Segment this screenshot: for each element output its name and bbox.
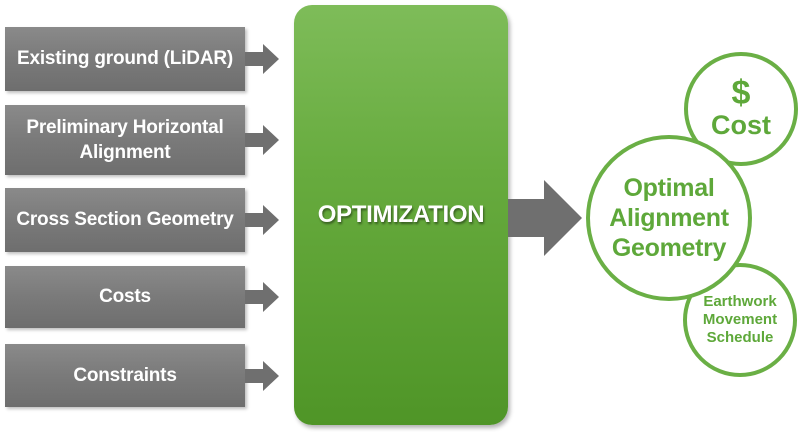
earthwork-line-1: Earthwork	[703, 293, 777, 310]
big-arrow-right-icon	[508, 180, 582, 261]
optimization-box: OPTIMIZATION	[294, 5, 508, 425]
optimal-alignment-circle: Optimal Alignment Geometry	[586, 135, 752, 301]
optimal-line-3: Geometry	[611, 234, 727, 262]
optimization-label: OPTIMIZATION	[317, 201, 485, 228]
input-existing-ground: Existing ground (LiDAR)	[5, 27, 245, 91]
dollar-icon: $	[731, 74, 751, 113]
arrow-right-icon	[245, 125, 279, 155]
earthwork-line-3: Schedule	[706, 329, 774, 346]
input-preliminary-alignment: Preliminary Horizontal Alignment	[5, 105, 245, 175]
input-label: Constraints	[73, 364, 177, 386]
earthwork-line-2: Movement	[702, 311, 778, 328]
arrow-right-icon	[245, 361, 279, 391]
cost-label: Cost	[711, 110, 771, 141]
arrow-right-icon	[245, 44, 279, 74]
input-label: Existing ground (LiDAR)	[17, 48, 233, 70]
input-label: Costs	[99, 286, 151, 308]
optimal-line-2: Alignment	[609, 204, 729, 232]
arrow-right-icon	[245, 205, 279, 235]
input-label-line-2: Alignment	[79, 142, 171, 163]
input-cross-section-geometry: Cross Section Geometry	[5, 188, 245, 252]
arrow-right-icon	[245, 282, 279, 312]
earthwork-circle: Earthwork Movement Schedule	[683, 263, 797, 377]
input-label: Cross Section Geometry	[16, 209, 234, 231]
optimal-line-1: Optimal	[623, 174, 715, 202]
input-costs: Costs	[5, 266, 245, 328]
input-label-line-1: Preliminary Horizontal	[26, 116, 224, 138]
input-constraints: Constraints	[5, 344, 245, 407]
